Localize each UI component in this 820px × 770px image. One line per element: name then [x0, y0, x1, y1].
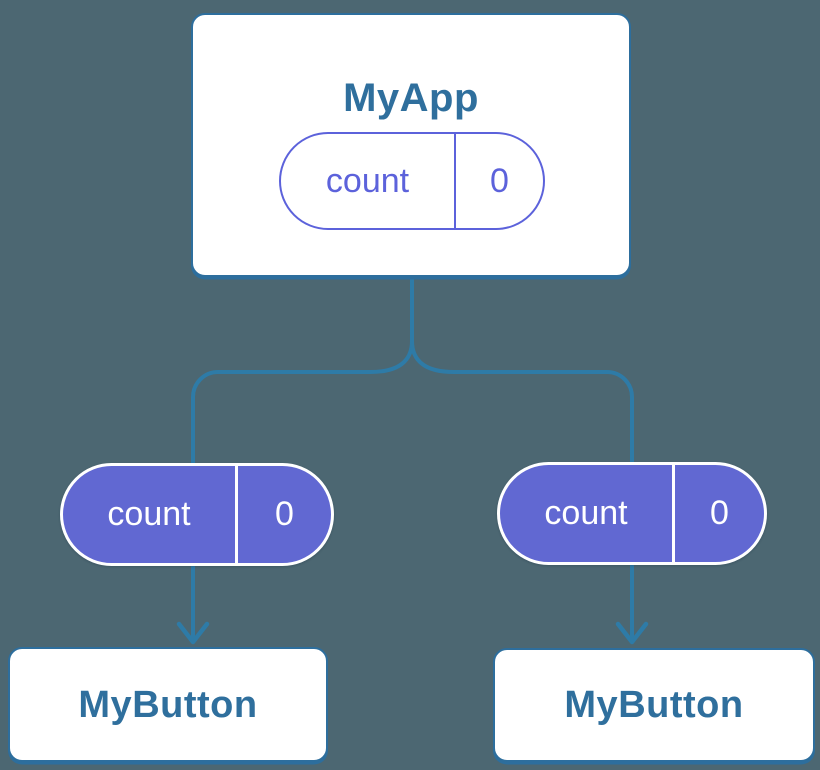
arrow-down-icon	[615, 621, 649, 645]
state-value: 0	[235, 466, 331, 563]
component-title: MyButton	[564, 684, 744, 726]
state-name: count	[107, 495, 191, 533]
state-value: 0	[672, 465, 764, 562]
state-value: 0	[454, 134, 543, 228]
component-node-myapp: MyApp count 0	[191, 13, 631, 277]
connector-left-branch	[191, 340, 414, 640]
state-name: count	[544, 494, 628, 532]
state-pill-left: count 0	[60, 463, 334, 566]
state-name: count	[325, 161, 410, 200]
component-title: MyButton	[78, 683, 258, 726]
arrow-down-icon	[176, 621, 210, 645]
connector-right-branch	[410, 340, 634, 640]
component-node-mybutton-left: MyButton	[8, 647, 328, 762]
state-pill-myapp: count 0	[279, 132, 545, 230]
state-pill-right: count 0	[497, 462, 767, 565]
component-title: MyApp	[343, 76, 479, 120]
component-node-mybutton-right: MyButton	[493, 648, 815, 762]
